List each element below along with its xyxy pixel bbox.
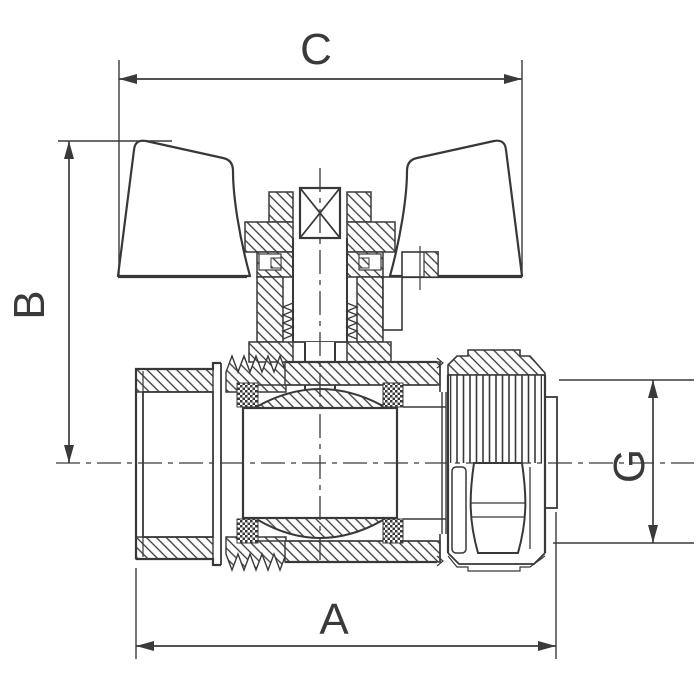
arrowhead-up-icon [648,380,658,398]
dimension-annotations [58,60,694,659]
arrowhead-left-icon [119,74,137,84]
butterfly-handle [116,139,524,279]
side-lug [401,246,439,290]
dimension-B [58,140,172,463]
centerlines [56,168,694,560]
arrowhead-right-icon [504,74,522,84]
arrowhead-down-icon [64,445,74,463]
dimension-C [118,60,523,276]
left-end-cap [134,361,221,567]
knurled-band [450,375,542,463]
dimension-label-C: C [300,25,332,74]
dimension-label-G: G [605,449,654,483]
arrowhead-down-icon [648,525,658,543]
dimension-label-B: B [5,290,54,319]
pipe-stub [544,396,558,509]
compression-fitting [436,349,558,572]
handle-left-wing [116,139,252,278]
arrowhead-left-icon [136,641,154,651]
stem-and-gland [244,186,439,397]
arrowhead-up-icon [64,141,74,159]
dimension-label-A: A [319,595,349,644]
dimension-G [553,379,694,544]
arrowhead-right-icon [538,641,556,651]
dimension-A [135,512,557,659]
handle-right-wing [388,139,524,278]
seat-seals [236,382,404,544]
